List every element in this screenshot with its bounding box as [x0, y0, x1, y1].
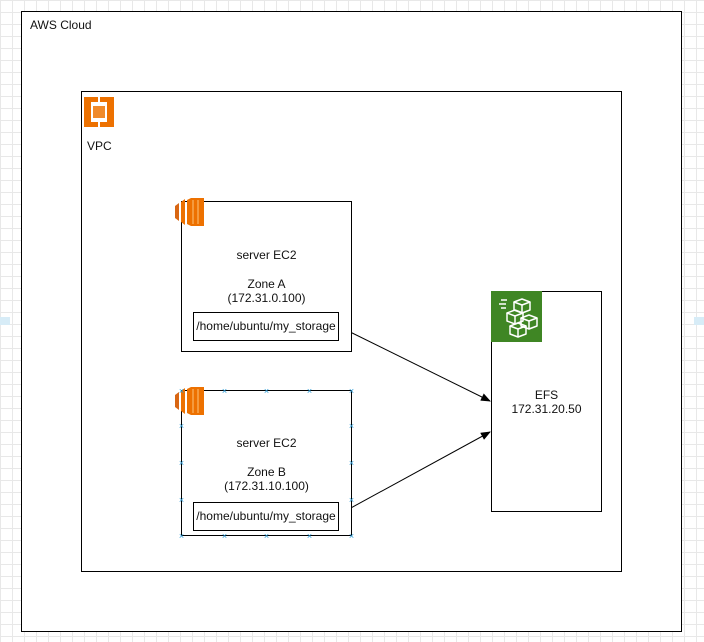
efs-label: EFS	[534, 388, 559, 402]
server-b-storage-path-label: /home/ubuntu/my_storage	[196, 509, 336, 523]
server-a-zone: Zone A	[247, 277, 286, 291]
selection-handle[interactable]: ×	[178, 386, 185, 396]
arrow-zone-a-to-efs	[337, 325, 491, 402]
server-b-zone: Zone B	[247, 465, 286, 479]
arrow-zone-b-to-efs	[337, 431, 491, 516]
aws-cloud-label: AWS Cloud	[30, 18, 92, 32]
selection-handle[interactable]: ×	[178, 421, 185, 431]
selection-handle[interactable]: ×	[348, 421, 355, 431]
selection-handle[interactable]: ×	[178, 531, 185, 541]
efs-icon	[491, 291, 542, 342]
server-a-storage-path-label: /home/ubuntu/my_storage	[196, 319, 336, 333]
selection-handle[interactable]: ×	[221, 531, 228, 541]
ec2-icon	[175, 387, 204, 415]
server-b-storage-path[interactable]	[193, 502, 339, 531]
selection-handle[interactable]: ×	[178, 458, 185, 468]
efs-ip: 172.31.20.50	[511, 402, 582, 416]
vpc-label: VPC	[87, 139, 112, 153]
server-a-ip: (172.31.0.100)	[227, 291, 306, 305]
server-b-ip: (172.31.10.100)	[224, 479, 309, 493]
server-a-storage-path[interactable]	[193, 312, 339, 341]
selection-handle[interactable]: ×	[306, 531, 313, 541]
canvas-edge-left-marker	[0, 317, 10, 325]
selection-handle[interactable]: ×	[348, 386, 355, 396]
selection-handle[interactable]: ×	[348, 531, 355, 541]
canvas-edge-right-marker	[694, 317, 704, 325]
server-a-title: server EC2	[236, 248, 297, 262]
ec2-icon	[175, 198, 204, 226]
vpc-icon	[84, 97, 114, 127]
server-b-title: server EC2	[236, 436, 297, 450]
selection-handle[interactable]: ×	[348, 458, 355, 468]
selection-handle[interactable]: ×	[263, 531, 270, 541]
selection-handle[interactable]: ×	[178, 495, 185, 505]
selection-handle[interactable]: ×	[306, 386, 313, 396]
selection-handle[interactable]: ×	[221, 386, 228, 396]
selection-handle[interactable]: ×	[348, 495, 355, 505]
efs-node[interactable]	[491, 291, 602, 512]
selection-handle[interactable]: ×	[263, 386, 270, 396]
